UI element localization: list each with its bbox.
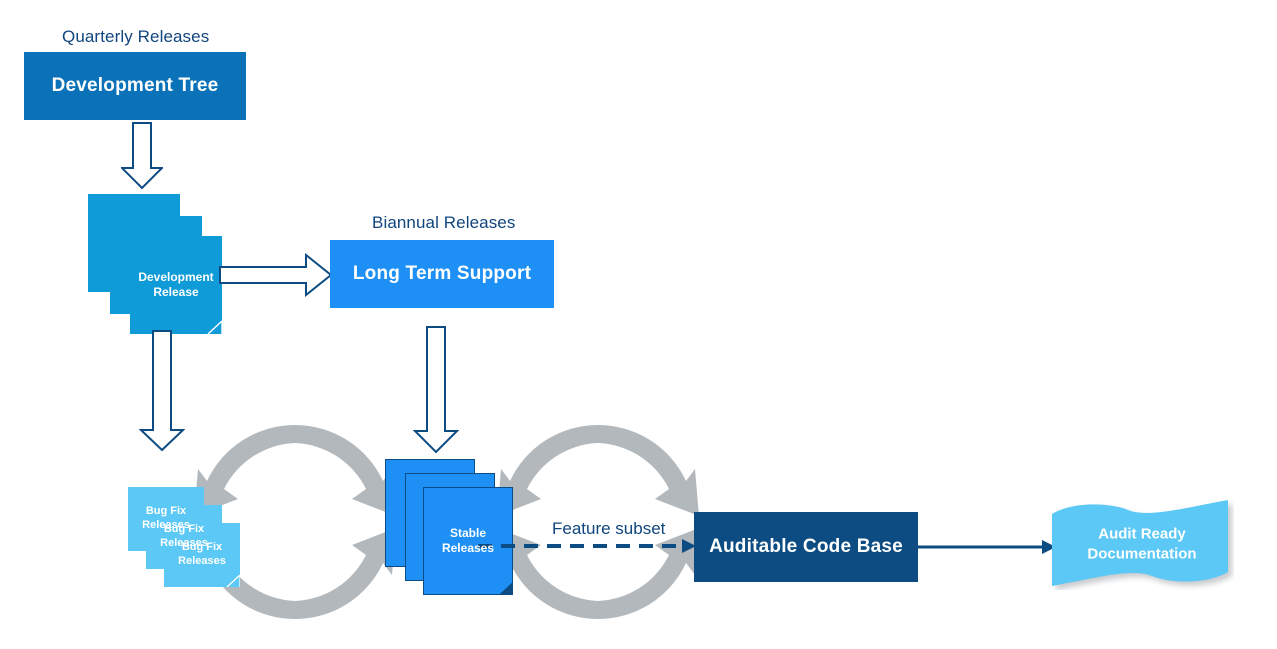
node-auditable-code-base[interactable]: Auditable Code Base bbox=[694, 512, 918, 582]
block-arrow-down-icon bbox=[119, 122, 165, 190]
node-development-tree[interactable]: Development Tree bbox=[24, 52, 246, 120]
dashed-arrow-right-icon bbox=[478, 539, 696, 553]
bugfix-back-line2: Releases bbox=[142, 519, 190, 531]
block-arrow-down-icon bbox=[138, 330, 186, 452]
node-audit-ready-documentation[interactable]: Audit Ready Documentation bbox=[1050, 498, 1234, 590]
node-bug-fix-back-label: Bug Fix Releases bbox=[130, 505, 202, 533]
circular-cycle-arrows-icon bbox=[497, 424, 699, 620]
node-long-term-support-label: Long Term Support bbox=[352, 262, 532, 284]
block-arrow-down-icon bbox=[412, 326, 460, 454]
bugfix-line2: Releases bbox=[178, 555, 226, 567]
dev-release-line1: Development bbox=[138, 270, 214, 284]
solid-arrow-right-icon bbox=[918, 540, 1056, 554]
bugfix-back-line1: Bug Fix bbox=[145, 505, 187, 518]
bugfix-mid-line2: Releases bbox=[160, 537, 208, 549]
edge-auditable-to-docs-arrow bbox=[918, 537, 1058, 557]
stable-line2: Releases bbox=[441, 541, 495, 555]
node-development-release-stack[interactable]: Development Release bbox=[88, 194, 228, 334]
page-fold-corner-icon bbox=[226, 574, 240, 587]
node-auditable-code-base-label: Auditable Code Base bbox=[709, 535, 903, 557]
edge-tree-to-development-release-arrow bbox=[119, 122, 165, 190]
bugfix-line1: Bug Fix bbox=[181, 541, 223, 554]
node-development-release-label: Development Release bbox=[126, 270, 225, 300]
caption-biannual-releases: Biannual Releases bbox=[372, 213, 516, 232]
node-bug-fix-middle-label: Bug Fix Releases bbox=[148, 523, 220, 551]
page-fold-corner-icon bbox=[207, 320, 222, 334]
edge-feature-subset-label: Feature subset bbox=[552, 519, 666, 538]
node-long-term-support[interactable]: Long Term Support bbox=[330, 240, 554, 308]
wavy-banner-icon bbox=[1052, 500, 1228, 586]
caption-quarterly-releases: Quarterly Releases bbox=[62, 27, 210, 46]
dev-release-line2: Release bbox=[153, 285, 199, 299]
node-bug-fix-releases-label: Bug Fix Releases bbox=[166, 541, 238, 569]
edge-development-release-to-bugfix-arrow bbox=[138, 330, 186, 452]
edge-development-release-to-lts-arrow bbox=[219, 252, 333, 298]
node-stable-releases-label: Stable Releases bbox=[430, 526, 506, 556]
node-development-release-front[interactable]: Development Release bbox=[130, 236, 222, 334]
block-arrow-right-icon bbox=[219, 252, 333, 298]
page-fold-corner-icon bbox=[499, 582, 513, 595]
stable-line1: Stable bbox=[449, 526, 486, 540]
edge-lts-to-stable-arrow bbox=[412, 326, 460, 454]
edge-stable-cycle bbox=[489, 413, 707, 631]
node-stable-front[interactable]: Stable Releases bbox=[423, 487, 513, 595]
edge-stable-to-auditable-arrow bbox=[478, 534, 698, 558]
node-bug-fix-releases-stack[interactable]: Bug Fix Releases Bug Fix Releases Bug Fi… bbox=[128, 487, 240, 587]
bugfix-mid-line1: Bug Fix bbox=[163, 523, 205, 536]
node-development-tree-label: Development Tree bbox=[51, 74, 219, 96]
node-stable-releases-stack[interactable]: Stable Releases bbox=[385, 459, 515, 595]
node-bug-fix-front[interactable]: Bug Fix Releases bbox=[164, 523, 240, 587]
